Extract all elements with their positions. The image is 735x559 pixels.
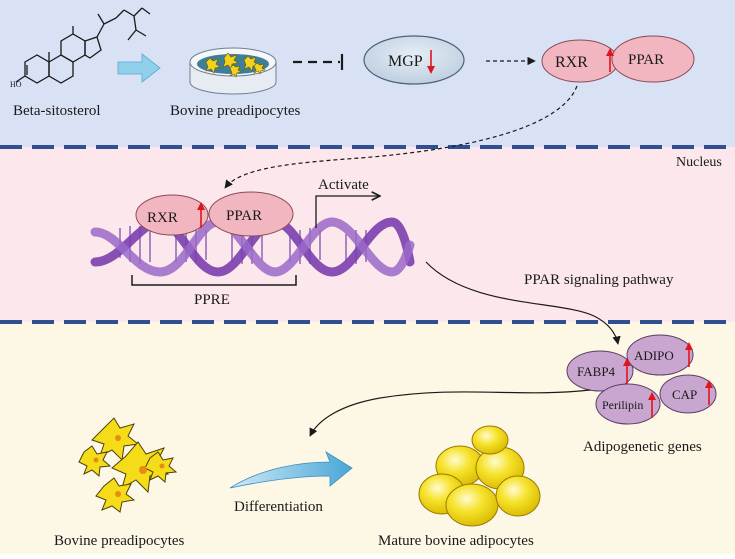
adipo-label: ADIPO	[634, 348, 674, 363]
preadipocyte-nuclei	[93, 435, 165, 497]
ppar-nucleus-node	[208, 191, 294, 237]
mature-adipocytes-label: Mature bovine adipocytes	[378, 533, 534, 549]
ho-group-label: HO	[10, 80, 22, 89]
perilipin-label: Perilipin	[602, 398, 643, 412]
feedback-arrow	[309, 389, 591, 437]
ppar-top-label: PPAR	[628, 52, 664, 68]
ppre-label: PPRE	[194, 292, 230, 308]
differentiation-arrow	[229, 451, 353, 489]
rxr-top-label: RXR	[555, 54, 588, 71]
fabp4-node	[566, 350, 634, 392]
gene-expression-arrow	[425, 261, 621, 345]
ppar-top-node	[611, 35, 695, 83]
ppre-bracket	[131, 275, 297, 286]
differentiation-label: Differentiation	[234, 499, 323, 515]
mgp-node	[363, 35, 465, 85]
activate-label: Activate	[318, 177, 369, 193]
fabp4-label: FABP4	[577, 364, 616, 379]
ppar-nucleus-label: PPAR	[226, 208, 262, 224]
bovine-preadipocytes-top-label: Bovine preadipocytes	[170, 103, 301, 119]
mature-adipocytes-cluster-icon	[418, 425, 541, 527]
petri-dish-icon	[189, 47, 277, 95]
ppar-signaling-pathway-label: PPAR signaling pathway	[524, 272, 674, 288]
translocation-arrow	[224, 85, 578, 189]
beta-sitosterol-label: Beta-sitosterol	[13, 103, 100, 119]
activate-arrow	[315, 196, 380, 228]
adipogenetic-genes-cluster	[566, 334, 717, 425]
cap-label: CAP	[672, 387, 697, 402]
treatment-arrow	[117, 53, 161, 83]
cap-node	[659, 374, 717, 414]
beta-sitosterol-structure-icon	[15, 7, 151, 84]
bovine-preadipocytes-bottom-label: Bovine preadipocytes	[54, 533, 185, 549]
mgp-label: MGP	[388, 53, 423, 70]
adipo-node	[626, 334, 694, 376]
perilipin-node	[595, 383, 661, 425]
rxr-nucleus-node	[135, 194, 209, 236]
rxr-nucleus-label: RXR	[147, 210, 178, 226]
nucleus-label: Nucleus	[676, 155, 722, 170]
adipogenetic-genes-label: Adipogenetic genes	[583, 439, 702, 455]
